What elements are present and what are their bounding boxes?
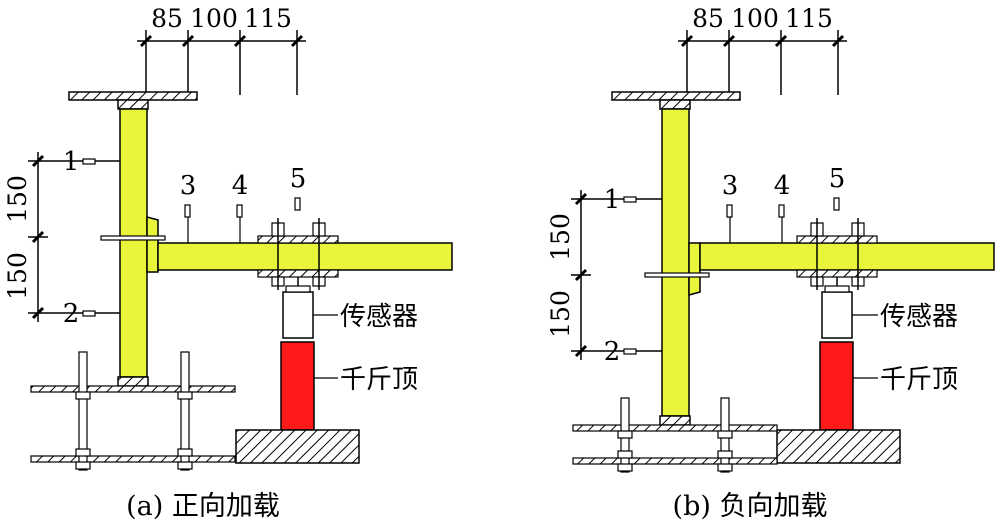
top-weld-a [117,99,149,110]
jack-label-b: 千斤顶 [880,365,958,395]
point-4-label-a: 4 [232,171,249,201]
sensor-b [821,291,853,339]
dim-115-a: 115 [244,4,292,33]
point-3-label-a: 3 [180,171,197,201]
top-plate-b [611,91,741,101]
point-3-label-b: 3 [722,171,739,201]
sensor-cap-b [824,285,850,293]
jack-a [280,341,315,431]
top-weld-b [659,99,691,110]
base-block-a [235,429,360,464]
top-dimension-b [678,30,847,95]
point-2-label-a: 2 [63,299,80,329]
bottom-weld-a [117,376,149,387]
gauges-a [82,158,301,317]
stiffener-plate-a [100,235,166,241]
sensor-cap-a [285,285,311,293]
beam-a [157,242,453,271]
dim-85-b: 85 [692,4,724,33]
anchor-assembly-b [572,397,778,473]
sensor-a [282,291,314,339]
panel-a: 85 100 115 [3,4,453,522]
beam-clamp-a [257,218,339,292]
beam-b [699,242,995,271]
dim-150-upper-b: 150 [546,213,575,261]
sensor-label-a: 传感器 [340,302,418,332]
jack-label-a: 千斤顶 [340,365,418,395]
jack-b [819,341,854,431]
dim-115-b: 115 [785,4,833,33]
point-4-label-b: 4 [774,171,791,201]
bottom-weld-b [659,415,691,426]
panel-b: 85 100 115 [546,4,995,522]
dim-100-a: 100 [190,4,238,33]
point-5-label-b: 5 [829,164,846,194]
beam-clamp-b [796,218,878,292]
bracket-a [146,216,159,273]
point-1-label-b: 1 [604,185,621,215]
point-1-label-a: 1 [63,147,80,177]
dim-85-a: 85 [151,4,183,33]
bracket-b [688,242,701,296]
point-2-label-b: 2 [604,337,621,367]
anchor-assembly-a [30,351,236,471]
column-a [119,108,148,378]
base-block-b [776,429,901,464]
caption-a: (a) 正向加载 [126,491,280,522]
left-dimension-a [28,152,120,322]
point-5-label-a: 5 [290,164,307,194]
top-plate-a [68,91,198,101]
caption-b: (b) 负向加载 [673,491,828,522]
column-b [661,108,690,417]
dim-150-lower-a: 150 [3,252,32,300]
gauges-b [623,196,840,355]
dim-150-upper-a: 150 [3,175,32,223]
top-dimension-a [137,30,306,95]
stiffener-plate-b [644,272,710,278]
left-dimension-b [571,190,662,360]
sensor-label-b: 传感器 [880,302,958,332]
dim-100-b: 100 [731,4,779,33]
dim-150-lower-b: 150 [546,290,575,338]
